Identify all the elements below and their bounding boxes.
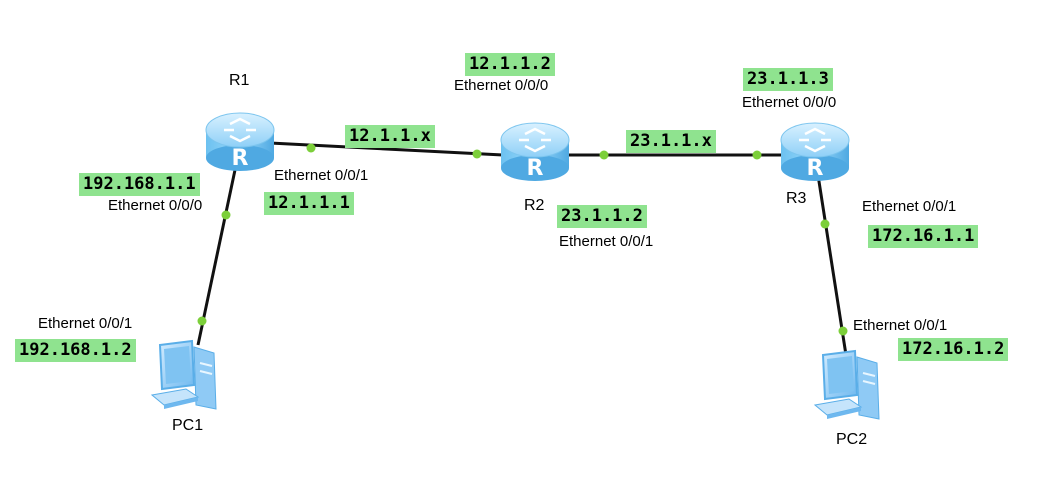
ip-label-r1-e1: 12.1.1.1 <box>264 192 354 215</box>
ip-label-r2-e0: 12.1.1.2 <box>465 53 555 76</box>
link-network-label: 23.1.1.x <box>626 130 716 153</box>
link-r3-pc2[interactable] <box>816 174 848 356</box>
router-icon: R <box>780 122 850 181</box>
ip-label-r3-e1: 172.16.1.1 <box>868 225 979 248</box>
port-dot-r2-e0 <box>472 149 482 159</box>
ip-label-pc1-e1: 192.168.1.2 <box>15 339 136 362</box>
port-label-r3-e1: Ethernet 0/0/1 <box>862 198 957 215</box>
svg-text:R: R <box>807 156 824 181</box>
port-label-r1-e0: Ethernet 0/0/0 <box>108 197 203 214</box>
port-dot-r1-e0 <box>221 210 231 220</box>
ip-label-r1-e0: 192.168.1.1 <box>79 173 200 196</box>
svg-text:R: R <box>527 156 544 181</box>
svg-text:R: R <box>232 146 249 171</box>
router-icon: R <box>500 122 570 181</box>
link-r1-pc1[interactable] <box>196 169 237 346</box>
port-dot-r3-e0 <box>752 150 762 160</box>
device-name-r2: R2 <box>524 197 545 214</box>
router-icon: R <box>205 112 275 171</box>
ip-label-r2-e1: 23.1.1.2 <box>557 205 647 228</box>
port-dot-r1-e1 <box>306 143 316 153</box>
pc-pc1[interactable] <box>150 339 230 413</box>
pc-icon <box>813 349 880 420</box>
port-label-r2-e1: Ethernet 0/0/1 <box>559 233 654 250</box>
router-r2[interactable]: R <box>499 120 571 182</box>
port-dot-pc2-e1 <box>838 326 848 336</box>
device-name-pc1: PC1 <box>172 417 204 434</box>
port-label-r2-e0: Ethernet 0/0/0 <box>454 77 549 94</box>
port-label-pc2-e1: Ethernet 0/0/1 <box>853 317 948 334</box>
port-dot-pc1-e1 <box>197 316 207 326</box>
port-label-r1-e1: Ethernet 0/0/1 <box>274 167 369 184</box>
port-dot-r2-e1 <box>599 150 609 160</box>
port-label-r3-e0: Ethernet 0/0/0 <box>742 94 837 111</box>
port-label-pc1-e1: Ethernet 0/0/1 <box>38 315 133 332</box>
link-network-label: 12.1.1.x <box>345 125 435 148</box>
pc-pc2[interactable] <box>813 349 893 423</box>
device-name-r3: R3 <box>786 190 807 207</box>
ip-label-pc2-e1: 172.16.1.2 <box>898 338 1009 361</box>
port-dot-r3-e1 <box>820 219 830 229</box>
device-name-pc2: PC2 <box>836 431 868 448</box>
ip-label-r3-e0: 23.1.1.3 <box>743 68 833 91</box>
router-r1[interactable]: R <box>204 110 276 172</box>
router-r3[interactable]: R <box>779 120 851 182</box>
device-name-r1: R1 <box>229 72 250 89</box>
pc-icon <box>150 339 217 410</box>
